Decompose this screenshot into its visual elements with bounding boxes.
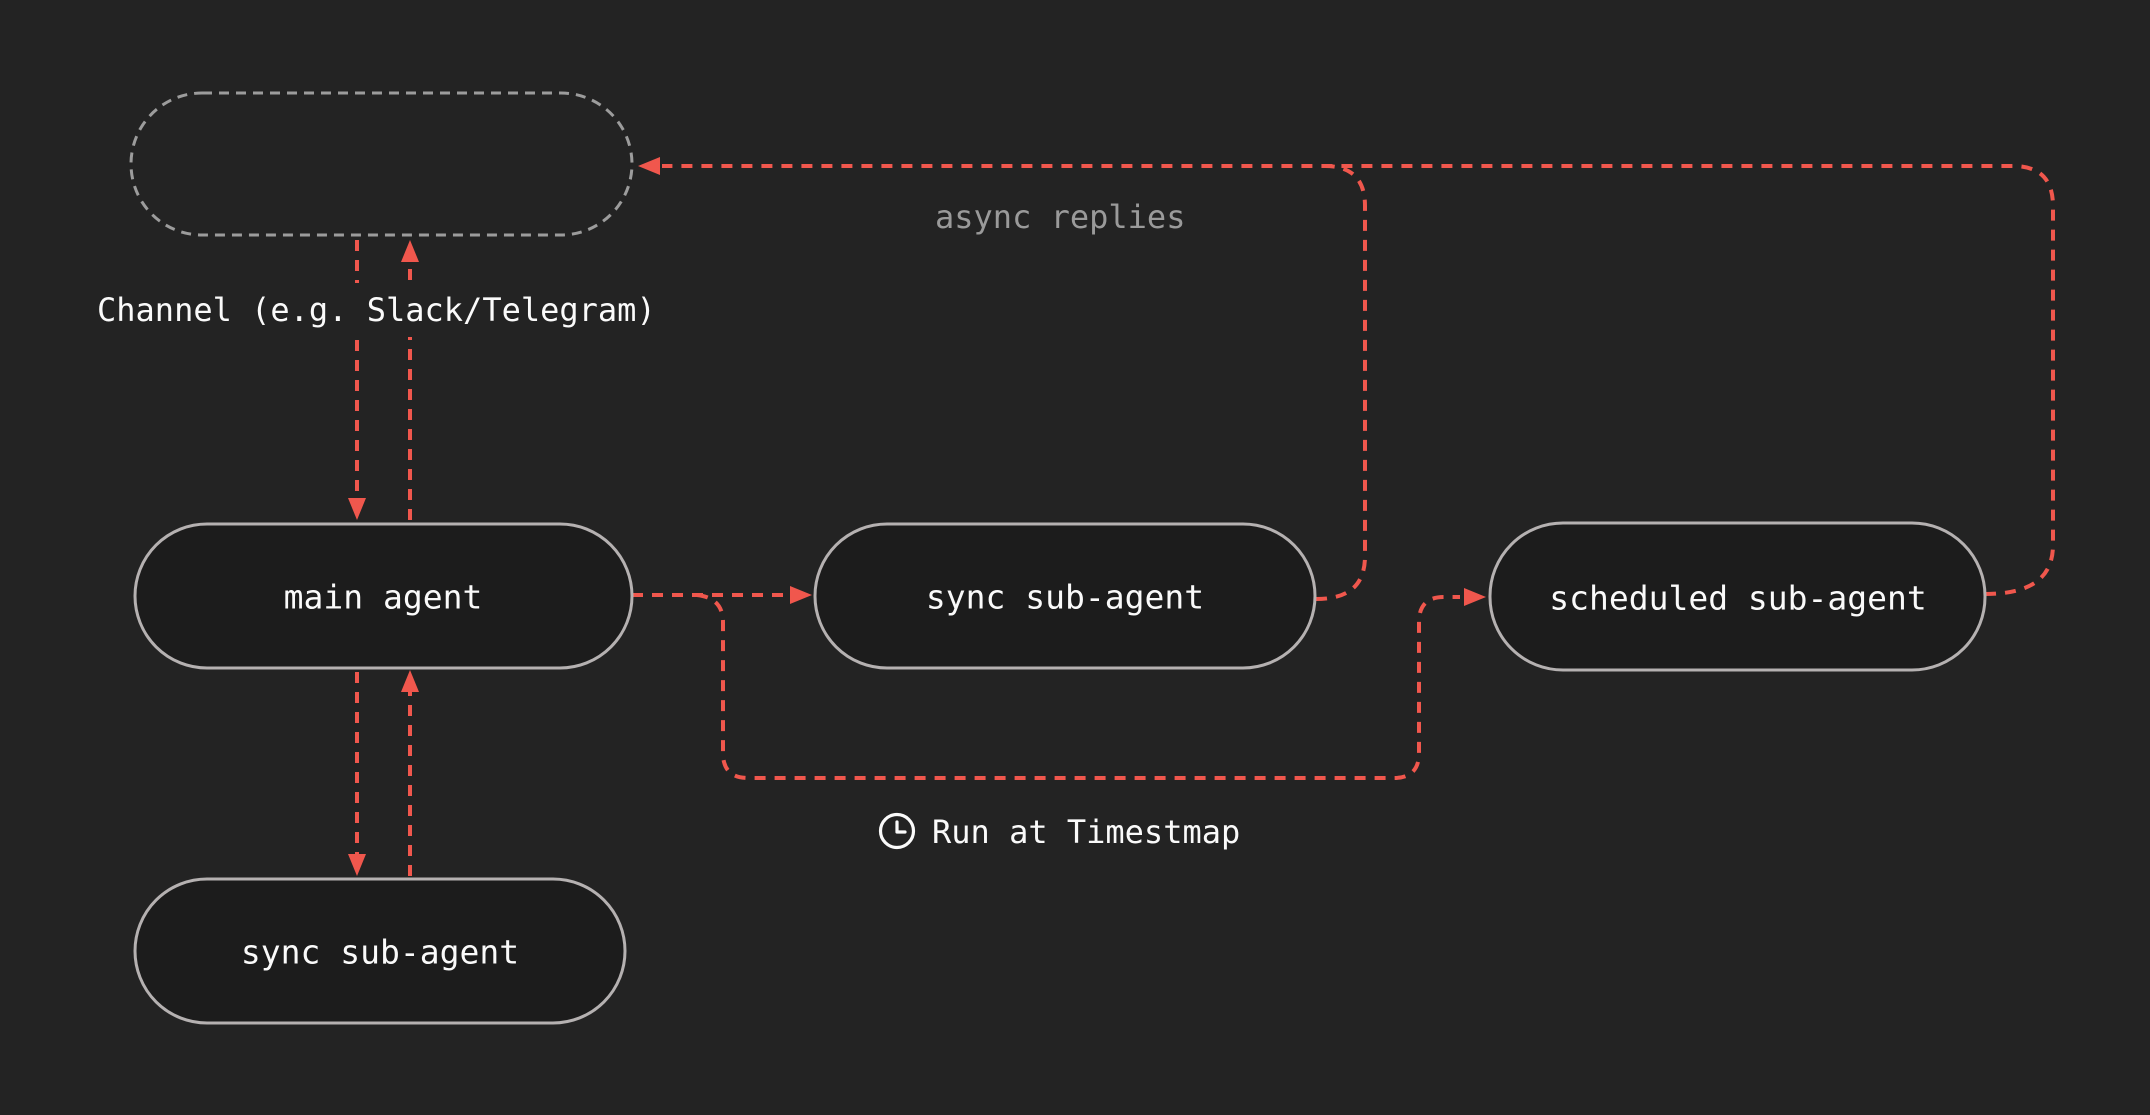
main-agent-box [133, 522, 634, 670]
node-scheduled-sub-agent[interactable]: scheduled sub-agent [1488, 521, 1987, 672]
arrowhead-up [401, 670, 419, 692]
main-agent-label: main agent [284, 578, 483, 617]
sync-sub-agent-box [813, 522, 1317, 670]
channel-label: Channel (e.g. Slack/Telegram) [97, 291, 656, 329]
clock-icon-hands [895, 820, 907, 834]
scheduled-sub-agent-label: scheduled sub-agent [1549, 579, 1927, 618]
label-mask [88, 283, 668, 337]
arrowhead-down [348, 854, 366, 876]
edge-sync-bottom-to-main[interactable] [401, 670, 419, 876]
clock-icon-face [878, 812, 916, 850]
channel-box [129, 91, 634, 237]
node-sync-sub-agent-bottom[interactable]: sync sub-agent [133, 877, 627, 1025]
sync-sub-agent-bottom-box [133, 877, 627, 1025]
arrowhead-up [401, 240, 419, 262]
channel-annotation: Channel (e.g. Slack/Telegram) [88, 283, 668, 337]
async-replies-label: async replies [935, 198, 1185, 236]
clock-icon [878, 812, 916, 850]
sync-sub-agent-label: sync sub-agent [926, 578, 1204, 617]
scheduled-sub-agent-box [1488, 521, 1987, 672]
node-channel[interactable] [129, 91, 634, 237]
node-sync-sub-agent[interactable]: sync sub-agent [813, 522, 1317, 670]
run-at-label: Run at Timestmap [932, 813, 1240, 851]
edge-sync-async-reply[interactable] [1315, 164, 1367, 601]
edge-main-to-sync[interactable] [632, 586, 812, 604]
arrowhead-right [790, 586, 812, 604]
edge-main-to-sync-bottom[interactable] [348, 672, 366, 876]
edge-main-to-scheduled[interactable] [696, 588, 1486, 780]
arrowhead-down [348, 498, 366, 520]
edge-scheduled-async-reply[interactable] [638, 157, 2055, 596]
edge-line [662, 164, 2055, 596]
edge-channel-to-main[interactable] [348, 240, 366, 520]
node-main-agent[interactable]: main agent [133, 522, 634, 670]
edge-line [1315, 164, 1367, 601]
arrowhead-right [1464, 588, 1486, 606]
sync-sub-agent-bottom-label: sync sub-agent [241, 933, 519, 972]
edge-line [696, 593, 1460, 780]
run-at-annotation: Run at Timestmap [878, 812, 1240, 851]
edge-main-to-channel[interactable] [401, 240, 419, 520]
arrowhead-left [638, 157, 660, 175]
